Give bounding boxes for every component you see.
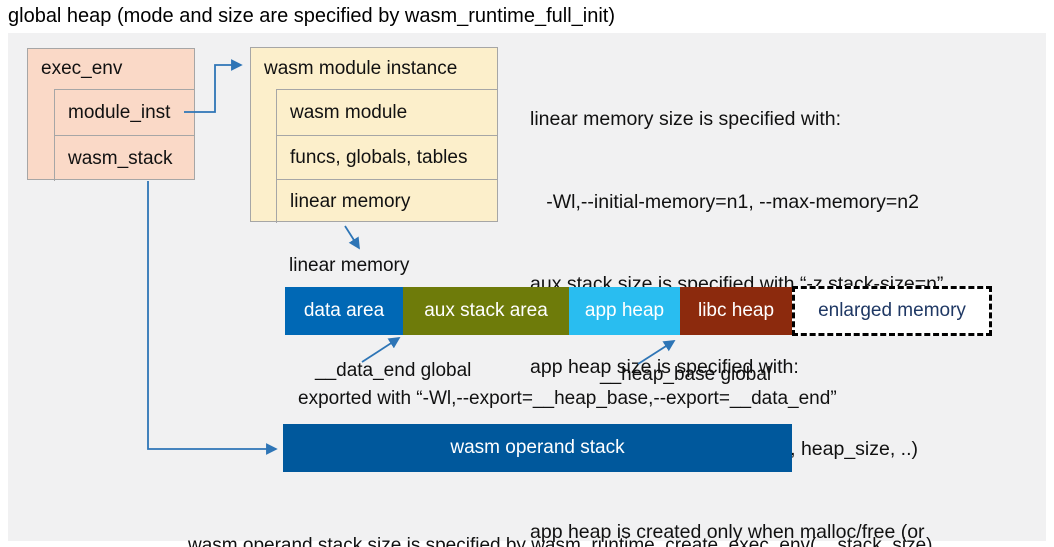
exec-env-header: exec_env xyxy=(41,58,123,79)
data-end-global-label: __data_end global xyxy=(315,360,472,381)
memory-segment-enlarged-memory: enlarged memory xyxy=(792,286,992,336)
wasm-operand-stack-box: wasm operand stack xyxy=(283,424,792,472)
note-line: -Wl,--initial-memory=n1, --max-memory=n2 xyxy=(530,190,919,213)
operand-stack-note-line1: wasm operand stack size is specified by … xyxy=(188,535,933,547)
module-instance-row-linear-memory: linear memory xyxy=(276,179,497,223)
module-instance-row-wasm-module: wasm module xyxy=(276,89,497,135)
memory-segment-app-heap: app heap xyxy=(569,287,680,335)
exec-env-box: exec_env module_inst wasm_stack xyxy=(27,48,195,181)
note-line: app heap size is specified with: xyxy=(530,355,799,378)
operand-stack-note: wasm operand stack size is specified by … xyxy=(188,481,933,547)
memory-segment-libc-heap: libc heap xyxy=(680,287,792,335)
note-line: linear memory size is specified with: xyxy=(530,108,842,130)
exec-env-row-wasm-stack: wasm_stack xyxy=(54,135,194,181)
heap-base-global-label: __heap_base global xyxy=(600,364,772,385)
exec-env-row-module-inst: module_inst xyxy=(54,89,194,135)
module-instance-header: wasm module instance xyxy=(264,57,458,79)
module-instance-row-funcs-globals-tables: funcs, globals, tables xyxy=(276,135,497,179)
memory-segment-data-area: data area xyxy=(285,287,403,335)
diagram-title: global heap (mode and size are specified… xyxy=(8,5,615,27)
memory-segment-aux-stack-area: aux stack area xyxy=(403,287,569,335)
note-line: app heap is created only when malloc/fre… xyxy=(530,520,925,543)
wasm-operand-stack-label: wasm operand stack xyxy=(450,437,625,458)
linear-memory-label: linear memory xyxy=(289,255,410,276)
export-flags-label: exported with “-Wl,--export=__heap_base,… xyxy=(298,388,837,409)
module-instance-box: wasm module instance wasm module funcs, … xyxy=(250,47,498,223)
